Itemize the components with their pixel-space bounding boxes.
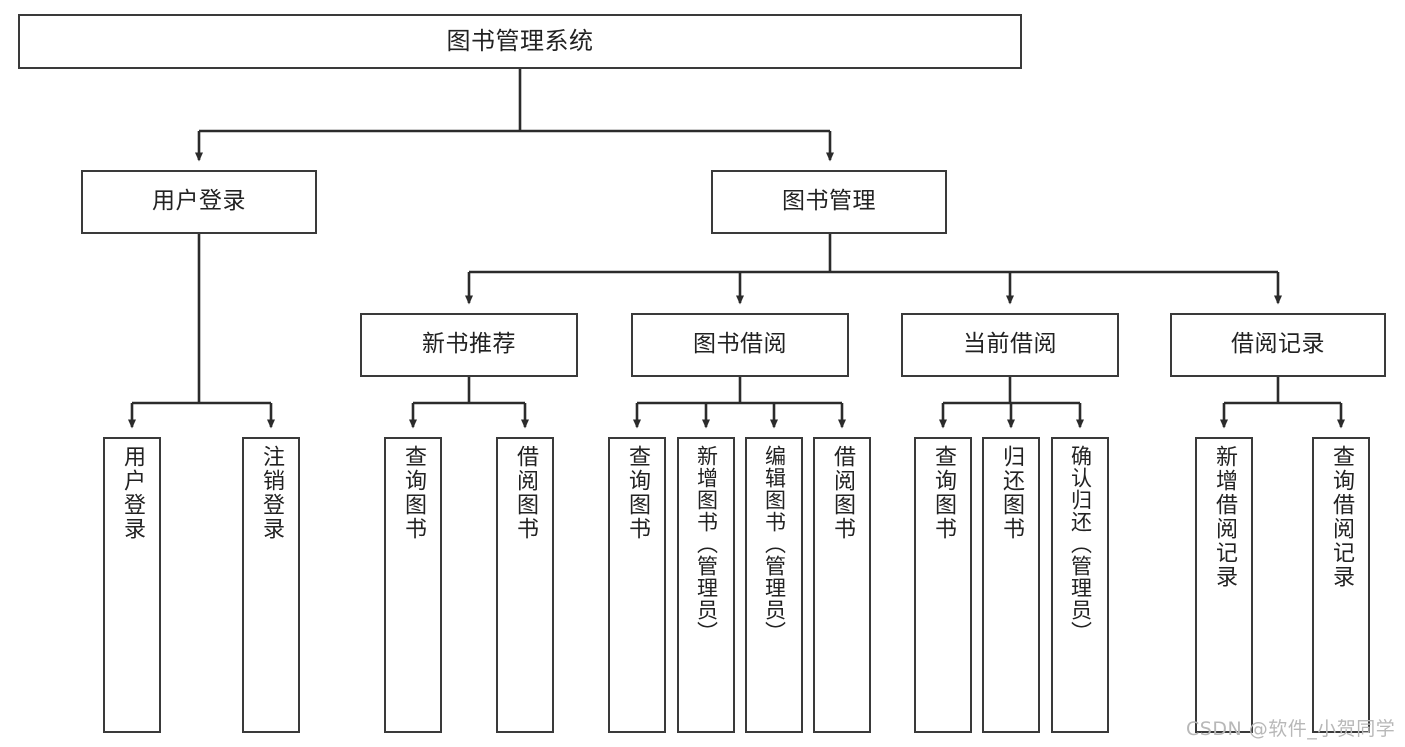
leaf-query-book-recommend[interactable]: 查询图书 (384, 437, 442, 733)
node-user-login[interactable]: 用户登录 (81, 170, 317, 234)
leaf-user-login[interactable]: 用户登录 (103, 437, 161, 733)
node-label: 确认归还（管理员） (1068, 445, 1093, 643)
leaf-add-borrow-record[interactable]: 新增借阅记录 (1195, 437, 1253, 733)
leaf-logout[interactable]: 注销登录 (242, 437, 300, 733)
leaf-return-book[interactable]: 归还图书 (982, 437, 1040, 733)
node-label: 查询图书 (401, 445, 426, 541)
leaf-query-borrow-record[interactable]: 查询借阅记录 (1312, 437, 1370, 733)
node-root-book-management-system[interactable]: 图书管理系统 (18, 14, 1022, 69)
node-book-borrow[interactable]: 图书借阅 (631, 313, 849, 377)
node-current-borrow[interactable]: 当前借阅 (901, 313, 1119, 377)
leaf-add-book-admin[interactable]: 新增图书（管理员） (677, 437, 735, 733)
leaf-query-book-current[interactable]: 查询图书 (914, 437, 972, 733)
node-label: 查询图书 (931, 445, 956, 541)
leaf-confirm-return-admin[interactable]: 确认归还（管理员） (1051, 437, 1109, 733)
node-label: 用户登录 (152, 188, 246, 215)
node-label: 新增图书（管理员） (694, 445, 719, 643)
leaf-query-book-borrow[interactable]: 查询图书 (608, 437, 666, 733)
node-label: 查询借阅记录 (1329, 445, 1354, 589)
node-label: 借阅图书 (513, 445, 538, 541)
node-label: 用户登录 (120, 445, 145, 541)
csdn-watermark: CSDN @软件_小贺同学 (1186, 718, 1396, 740)
node-new-book-recommend[interactable]: 新书推荐 (360, 313, 578, 377)
node-label: 借阅记录 (1231, 331, 1325, 358)
node-label: 归还图书 (999, 445, 1024, 541)
node-label: 当前借阅 (963, 331, 1057, 358)
node-label: 新增借阅记录 (1212, 445, 1237, 589)
node-book-management[interactable]: 图书管理 (711, 170, 947, 234)
leaf-borrow-book[interactable]: 借阅图书 (813, 437, 871, 733)
node-label: 图书管理系统 (446, 27, 594, 56)
node-label: 新书推荐 (422, 331, 516, 358)
node-label: 图书借阅 (693, 331, 787, 358)
node-label: 图书管理 (782, 188, 876, 215)
leaf-edit-book-admin[interactable]: 编辑图书（管理员） (745, 437, 803, 733)
node-label: 查询图书 (625, 445, 650, 541)
node-label: 借阅图书 (830, 445, 855, 541)
node-label: 编辑图书（管理员） (762, 445, 787, 643)
node-borrow-record[interactable]: 借阅记录 (1170, 313, 1386, 377)
leaf-borrow-book-recommend[interactable]: 借阅图书 (496, 437, 554, 733)
node-label: 注销登录 (259, 445, 284, 541)
